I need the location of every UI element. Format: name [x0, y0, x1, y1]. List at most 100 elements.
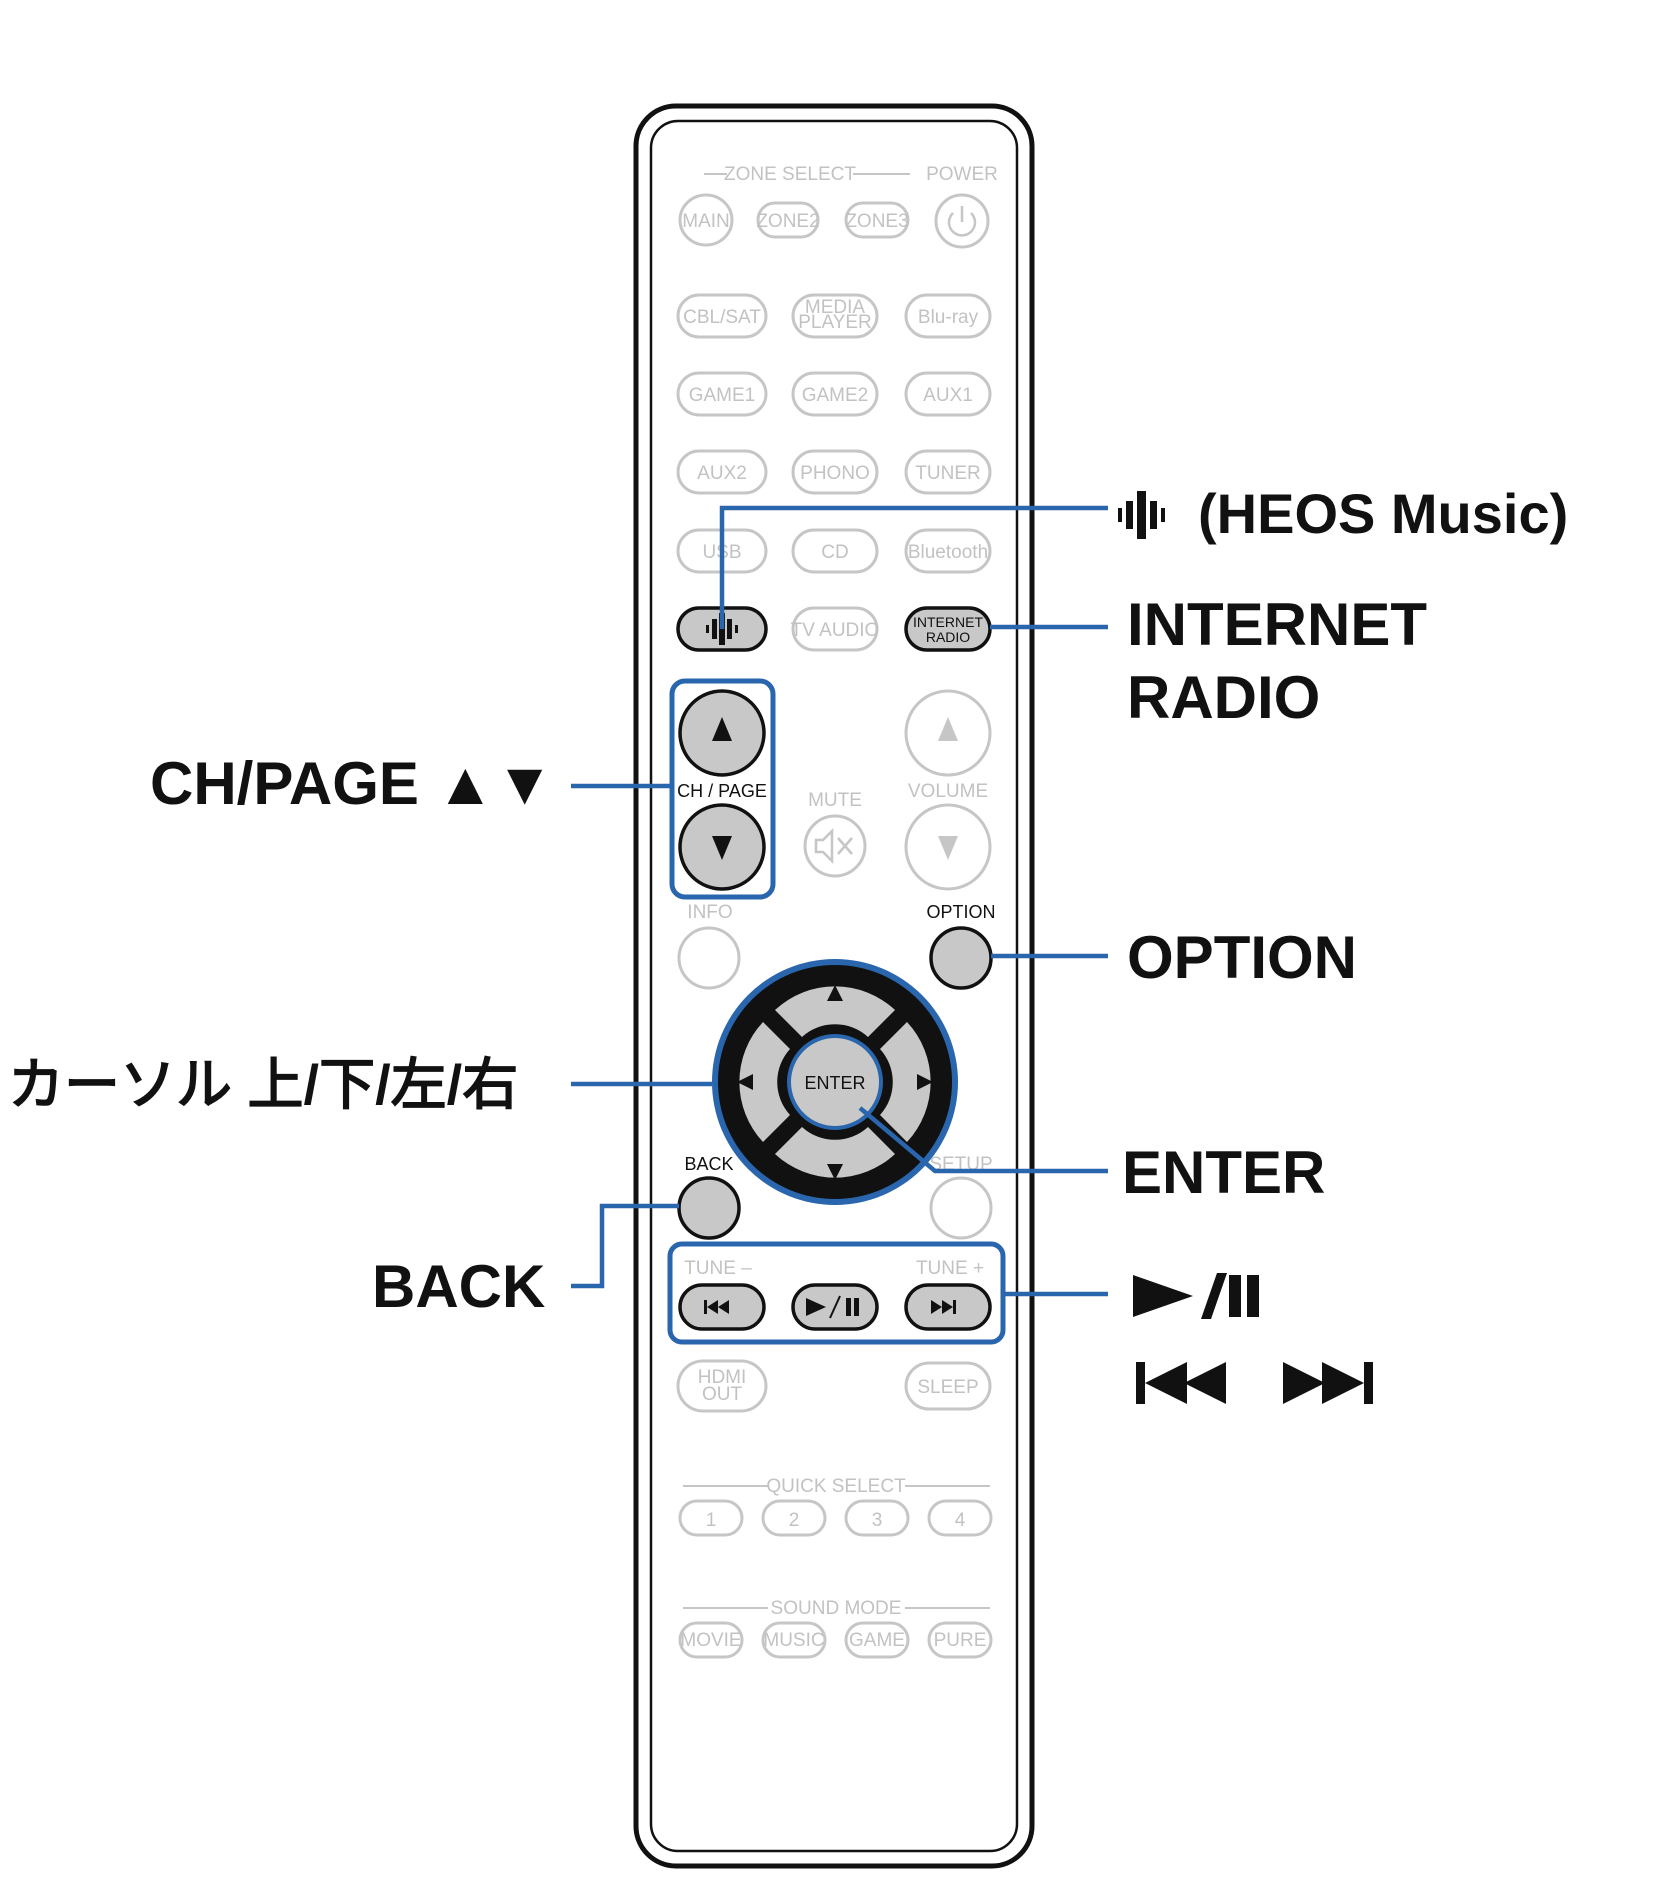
previous-track-icon [704, 1300, 729, 1314]
phono-button[interactable]: PHONO [791, 449, 879, 495]
enter-callout: ENTER [1122, 1139, 1325, 1206]
quick-select-1-button[interactable]: 1 [678, 1499, 744, 1537]
zone3-button[interactable]: ZONE3 [844, 201, 910, 239]
internet-radio-callout-line2: RADIO [1127, 664, 1320, 731]
main-button[interactable]: MAIN [678, 193, 734, 247]
ch-page-up-button[interactable] [678, 689, 766, 777]
quick-select-2-button[interactable]: 2 [761, 1499, 827, 1537]
info-label: INFO [687, 902, 732, 923]
zone2-button[interactable]: ZONE2 [756, 201, 820, 239]
cursor-down-button[interactable] [775, 1127, 895, 1178]
svg-text:Blu-ray: Blu-ray [918, 307, 979, 328]
left-arrow-icon [737, 1074, 753, 1090]
svg-text:AUX1: AUX1 [923, 385, 973, 406]
blu-ray-button[interactable]: Blu-ray [904, 293, 992, 339]
quick-select-4-button[interactable]: 4 [927, 1499, 993, 1537]
tv-audio-button[interactable]: TV AUDIO [791, 606, 880, 652]
mute-button[interactable] [803, 814, 867, 878]
bluetooth-button[interactable]: Bluetooth [904, 528, 992, 574]
slash-icon [1201, 1273, 1227, 1319]
volume-up-button[interactable] [904, 689, 992, 777]
movie-button[interactable]: MOVIE [678, 1621, 744, 1659]
cursor-right-button[interactable] [880, 1022, 931, 1142]
aux2-button[interactable]: AUX2 [676, 449, 768, 495]
next-button[interactable] [904, 1283, 992, 1331]
svg-text:MAIN: MAIN [682, 211, 730, 232]
down-arrow-icon [938, 836, 958, 860]
tuner-button[interactable]: TUNER [904, 449, 992, 495]
down-arrow-icon [827, 1164, 843, 1180]
svg-text:QUICK SELECT: QUICK SELECT [766, 1476, 906, 1497]
ch-page-label: CH / PAGE [677, 781, 767, 801]
zone-select-section: ZONE SELECT POWER [704, 164, 998, 185]
volume-label: VOLUME [908, 781, 988, 802]
volume-down-button[interactable] [904, 803, 992, 891]
cursor-left-button[interactable] [739, 1022, 790, 1142]
play-pause-callout [1133, 1273, 1259, 1319]
play-pause-icon [806, 1295, 859, 1319]
play-icon [1133, 1275, 1193, 1317]
sleep-button[interactable]: SLEEP [904, 1361, 992, 1411]
quick-select-3-button[interactable]: 3 [844, 1499, 910, 1537]
svg-text:HDMI: HDMI [698, 1367, 747, 1388]
tune-minus-label: TUNE – [684, 1258, 752, 1279]
svg-text:ZONE3: ZONE3 [845, 211, 908, 232]
svg-text:MOVIE: MOVIE [680, 1630, 741, 1651]
cbl-sat-button[interactable]: CBL/SAT [676, 293, 768, 339]
svg-text:ZONE2: ZONE2 [756, 211, 819, 232]
cursor-up-button[interactable] [775, 986, 895, 1037]
svg-text:GAME2: GAME2 [802, 385, 869, 406]
game1-button[interactable]: GAME1 [676, 371, 768, 417]
setup-button[interactable] [929, 1176, 993, 1240]
hdmi-out-button[interactable]: HDMI OUT [676, 1359, 768, 1413]
svg-text:PURE: PURE [934, 1630, 987, 1651]
quick-select-section: QUICK SELECT [683, 1476, 990, 1497]
ch-page-down-button[interactable] [678, 803, 766, 891]
svg-text:GAME1: GAME1 [689, 385, 756, 406]
pause-icon [1229, 1275, 1241, 1317]
back-button[interactable] [677, 1176, 741, 1240]
svg-text:ENTER: ENTER [804, 1073, 865, 1093]
up-arrow-icon [712, 717, 732, 741]
game2-button[interactable]: GAME2 [791, 371, 879, 417]
ch-page-callout: CH/PAGE ▲▼ [150, 750, 554, 817]
game-button[interactable]: GAME [844, 1621, 910, 1659]
play-pause-button[interactable] [791, 1283, 879, 1331]
svg-text:INTERNET: INTERNET [913, 614, 983, 630]
back-label: BACK [684, 1154, 733, 1174]
svg-text:3: 3 [872, 1510, 883, 1531]
next-track-icon [1283, 1362, 1373, 1404]
option-button[interactable] [929, 926, 993, 990]
enter-button[interactable]: ENTER [787, 1034, 883, 1130]
cd-button[interactable]: CD [791, 528, 879, 574]
svg-text:SLEEP: SLEEP [917, 1377, 978, 1398]
previous-track-icon [1136, 1362, 1226, 1404]
right-arrow-icon [917, 1074, 933, 1090]
svg-text:SOUND MODE: SOUND MODE [771, 1598, 902, 1619]
internet-radio-button[interactable]: INTERNET RADIO [904, 606, 992, 652]
power-label: POWER [926, 164, 998, 185]
sound-mode-section: SOUND MODE [683, 1598, 990, 1619]
aux1-button[interactable]: AUX1 [904, 371, 992, 417]
svg-text:1: 1 [706, 1510, 717, 1531]
info-button[interactable] [677, 926, 741, 990]
svg-text:4: 4 [955, 1510, 966, 1531]
media-player-button[interactable]: MEDIA PLAYER [791, 293, 879, 339]
mute-label: MUTE [808, 790, 862, 811]
svg-text:PLAYER: PLAYER [798, 312, 872, 333]
svg-text:GAME: GAME [849, 1630, 905, 1651]
cursor-callout: カーソル 上/下/左/右 [8, 1053, 518, 1116]
svg-text:CBL/SAT: CBL/SAT [683, 307, 761, 328]
svg-text:AUX2: AUX2 [697, 463, 747, 484]
option-callout: OPTION [1127, 924, 1357, 991]
power-button[interactable] [934, 193, 990, 249]
back-callout: BACK [372, 1253, 545, 1320]
up-arrow-icon [827, 985, 843, 1001]
music-button[interactable]: MUSIC [761, 1621, 827, 1659]
svg-text:(HEOS Music): (HEOS Music) [1198, 482, 1568, 545]
previous-button[interactable] [678, 1283, 766, 1331]
next-track-icon [931, 1300, 956, 1314]
pure-button[interactable]: PURE [927, 1621, 993, 1659]
heos-callout: (HEOS Music) [1118, 482, 1568, 545]
